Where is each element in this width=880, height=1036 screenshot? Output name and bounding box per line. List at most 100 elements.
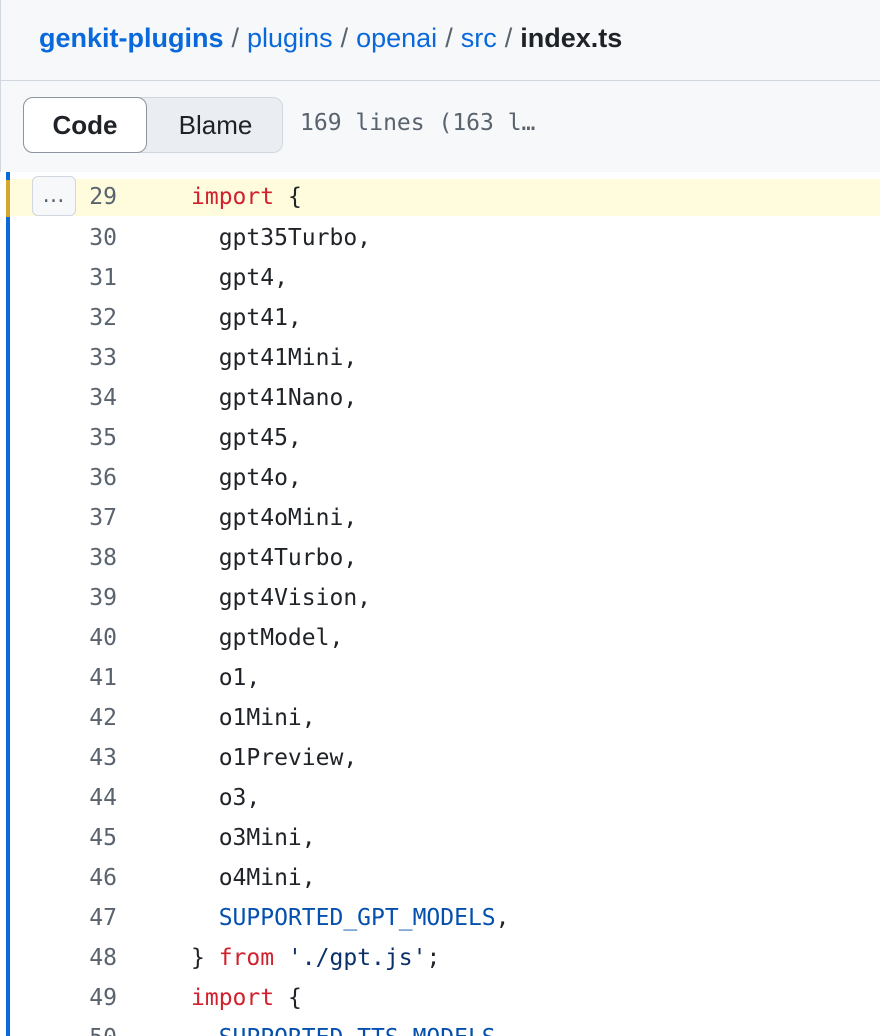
line-source: gpt4Turbo, bbox=[191, 538, 357, 578]
line-number[interactable]: 38 bbox=[89, 545, 117, 571]
code-token: gpt4, bbox=[191, 265, 288, 291]
line-source: gpt35Turbo, bbox=[191, 218, 371, 258]
line-number[interactable]: 37 bbox=[89, 505, 117, 531]
line-source: gpt4oMini, bbox=[191, 498, 357, 538]
code-line: 35 gpt45, bbox=[10, 418, 880, 458]
breadcrumb-separator: / bbox=[340, 23, 349, 53]
code-line: 32 gpt41, bbox=[10, 298, 880, 338]
code-line: 42 o1Mini, bbox=[10, 698, 880, 738]
breadcrumb-separator: / bbox=[445, 23, 453, 53]
line-source: gpt4Vision, bbox=[191, 578, 371, 618]
code-token: gpt41Nano, bbox=[191, 385, 358, 411]
file-line-count: 169 lines (163 l… bbox=[300, 110, 536, 136]
line-number[interactable]: 29 bbox=[89, 184, 117, 210]
code-token: ; bbox=[426, 945, 441, 971]
line-options-button[interactable]: … bbox=[32, 176, 76, 216]
code-left-border bbox=[6, 172, 10, 1036]
line-source: gpt45, bbox=[191, 418, 302, 458]
line-number[interactable]: 43 bbox=[89, 745, 117, 771]
breadcrumb-src-link[interactable]: src bbox=[460, 23, 497, 53]
code-line: 36 gpt4o, bbox=[10, 458, 880, 498]
code-line: 38 gpt4Turbo, bbox=[10, 538, 880, 578]
line-number[interactable]: 30 bbox=[89, 225, 117, 251]
code-token: , bbox=[496, 1025, 510, 1036]
line-number[interactable]: 46 bbox=[89, 865, 117, 891]
line-source: gpt4o, bbox=[191, 458, 302, 498]
line-source: gpt4, bbox=[191, 258, 288, 298]
line-source: gpt41Mini, bbox=[191, 338, 357, 378]
code-line: 48} from './gpt.js'; bbox=[10, 938, 880, 978]
keyword-token: import bbox=[191, 184, 275, 210]
line-number[interactable]: 45 bbox=[89, 825, 117, 851]
line-number[interactable]: 48 bbox=[89, 945, 117, 971]
line-number[interactable]: 40 bbox=[89, 625, 117, 651]
breadcrumb-openai-link[interactable]: openai bbox=[356, 23, 438, 53]
code-token: gpt4Vision, bbox=[191, 585, 372, 611]
code-line: 29 import { bbox=[10, 179, 880, 216]
code-token: o1Preview, bbox=[191, 745, 358, 771]
line-number[interactable]: 47 bbox=[89, 905, 117, 931]
constant-token: SUPPORTED_TTS_MODELS bbox=[219, 1025, 496, 1036]
line-source: SUPPORTED_GPT_MODELS, bbox=[191, 898, 510, 938]
line-number[interactable]: 31 bbox=[89, 265, 117, 291]
line-source: o3Mini, bbox=[191, 818, 316, 858]
view-mode-toggle: Code Blame bbox=[23, 97, 283, 153]
code-token bbox=[191, 905, 219, 931]
line-source: import { bbox=[191, 179, 302, 216]
code-line: 44 o3, bbox=[10, 778, 880, 818]
code-token: o4Mini, bbox=[191, 865, 316, 891]
code-token: gptModel, bbox=[191, 625, 344, 651]
code-line: 46 o4Mini, bbox=[10, 858, 880, 898]
line-number[interactable]: 42 bbox=[89, 705, 117, 731]
breadcrumb-plugins-link[interactable]: plugins bbox=[247, 23, 333, 53]
code-token: gpt35Turbo, bbox=[191, 225, 372, 251]
code-token: o3Mini, bbox=[191, 825, 316, 851]
line-source: o4Mini, bbox=[191, 858, 316, 898]
line-source: gptModel, bbox=[191, 618, 344, 658]
line-source: gpt41, bbox=[191, 298, 302, 338]
code-line: 34 gpt41Nano, bbox=[10, 378, 880, 418]
line-source: o1Preview, bbox=[191, 738, 357, 778]
line-number[interactable]: 41 bbox=[89, 665, 117, 691]
code-line: 43 o1Preview, bbox=[10, 738, 880, 778]
code-line: 30 gpt35Turbo, bbox=[10, 218, 880, 258]
header-divider bbox=[1, 80, 880, 81]
code-line: 39 gpt4Vision, bbox=[10, 578, 880, 618]
line-number[interactable]: 32 bbox=[89, 305, 117, 331]
breadcrumb-separator: / bbox=[231, 23, 240, 53]
line-source: gpt41Nano, bbox=[191, 378, 357, 418]
line-number[interactable]: 35 bbox=[89, 425, 117, 451]
line-number[interactable]: 50 bbox=[10, 1018, 117, 1036]
line-number[interactable]: 39 bbox=[89, 585, 117, 611]
code-view-button[interactable]: Code bbox=[23, 97, 147, 153]
code-token: o1, bbox=[191, 665, 261, 691]
line-number[interactable]: 36 bbox=[89, 465, 117, 491]
code-line: 41 o1, bbox=[10, 658, 880, 698]
code-line: 31 gpt4, bbox=[10, 258, 880, 298]
breadcrumb-repo-link[interactable]: genkit-plugins bbox=[39, 23, 224, 53]
line-source: o1, bbox=[191, 658, 261, 698]
line-number[interactable]: 34 bbox=[89, 385, 117, 411]
code-token: { bbox=[274, 184, 302, 210]
line-source: SUPPORTED_TTS_MODELS, bbox=[191, 1018, 510, 1036]
code-line: 40 gptModel, bbox=[10, 618, 880, 658]
code-token: gpt4oMini, bbox=[191, 505, 358, 531]
line-number[interactable]: 33 bbox=[89, 345, 117, 371]
highlight-marker bbox=[6, 180, 10, 217]
line-source: o1Mini, bbox=[191, 698, 316, 738]
code-token: o3, bbox=[191, 785, 261, 811]
line-number[interactable]: 49 bbox=[89, 985, 117, 1011]
code-line: 33 gpt41Mini, bbox=[10, 338, 880, 378]
code-line: 37 gpt4oMini, bbox=[10, 498, 880, 538]
keyword-token: from bbox=[218, 945, 275, 971]
constant-token: SUPPORTED_GPT_MODELS bbox=[218, 905, 496, 931]
breadcrumb: genkit-plugins/plugins/openai/src/index.… bbox=[39, 20, 622, 56]
line-number[interactable]: 44 bbox=[89, 785, 117, 811]
blame-view-button[interactable]: Blame bbox=[178, 109, 253, 140]
code-token: , bbox=[495, 905, 510, 931]
code-token: } bbox=[191, 945, 219, 971]
code-token bbox=[191, 1025, 219, 1036]
kebab-horizontal-icon: … bbox=[42, 183, 66, 208]
